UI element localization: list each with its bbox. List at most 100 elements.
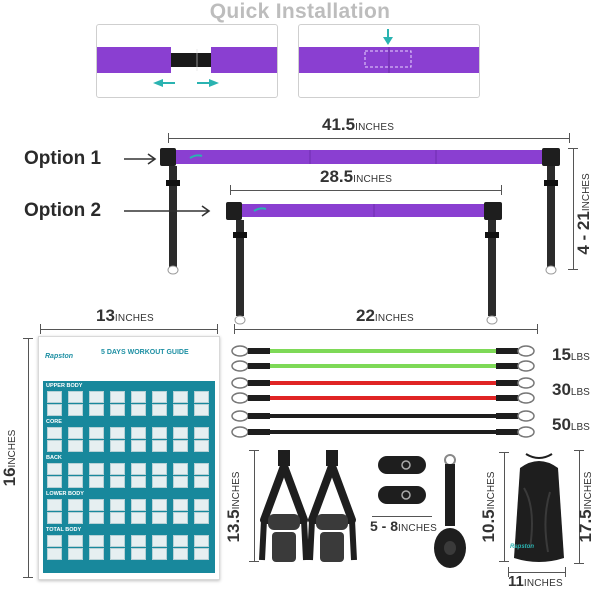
- arrow-right-icon: [124, 205, 211, 217]
- poster-exercise-thumb: [89, 404, 104, 416]
- door-anchor-icon: [434, 454, 466, 568]
- poster-exercise-thumb: [110, 440, 125, 452]
- poster-exercise-thumb: [173, 440, 188, 452]
- band-weight-15: 15LBS: [552, 345, 590, 364]
- poster-exercise-thumb: [173, 512, 188, 524]
- poster-exercise-thumb: [152, 535, 167, 547]
- poster-brand: Rapston: [45, 353, 73, 360]
- dimension-tick: [574, 450, 584, 451]
- band-green-1: [231, 345, 535, 357]
- band-black-1: [231, 410, 535, 422]
- poster-exercise-thumb: [47, 391, 62, 403]
- poster-section-label: TOTAL BODY: [46, 527, 82, 533]
- poster-exercise-thumb: [110, 404, 125, 416]
- poster-exercise-thumb: [110, 427, 125, 439]
- poster-title: 5 DAYS WORKOUT GUIDE: [101, 349, 189, 356]
- dimension-tick: [568, 148, 578, 149]
- arrow-right-icon: [124, 153, 157, 165]
- poster-exercise-thumb: [47, 476, 62, 488]
- poster-exercise-thumb: [152, 404, 167, 416]
- dimension-tick: [23, 338, 33, 339]
- poster-exercise-thumb: [194, 476, 209, 488]
- band-red-1: [231, 377, 535, 389]
- poster-exercise-thumb: [152, 499, 167, 511]
- poster-exercise-thumb: [194, 512, 209, 524]
- poster-exercise-thumb: [68, 512, 83, 524]
- poster-exercise-thumb: [89, 463, 104, 475]
- dimension-tick: [23, 577, 33, 578]
- band-red-2: [231, 392, 535, 404]
- poster-exercise-thumb: [110, 548, 125, 560]
- poster-exercise-thumb: [47, 512, 62, 524]
- poster-exercise-thumb: [152, 476, 167, 488]
- bag-width: 11INCHES: [508, 573, 563, 590]
- poster-exercise-thumb: [110, 476, 125, 488]
- poster-section-label: CORE: [46, 419, 62, 425]
- option1-length: 41.5INCHES: [322, 115, 395, 134]
- poster-exercise-thumb: [194, 404, 209, 416]
- poster-exercise-thumb: [131, 440, 146, 452]
- poster-section-label: BACK: [46, 455, 62, 461]
- poster-exercise-thumb: [68, 499, 83, 511]
- poster-exercise-thumb: [152, 427, 167, 439]
- poster-exercise-thumb: [194, 427, 209, 439]
- poster-exercise-thumb: [194, 391, 209, 403]
- dimension-tick: [499, 452, 509, 453]
- poster-exercise-thumb: [152, 440, 167, 452]
- poster-exercise-thumb: [89, 440, 104, 452]
- band-green-2: [231, 360, 535, 372]
- dimension-tick: [568, 269, 578, 270]
- poster-exercise-thumb: [173, 463, 188, 475]
- poster-exercise-thumb: [194, 548, 209, 560]
- poster-width: 13INCHES: [96, 306, 154, 325]
- poster-exercise-thumb: [110, 535, 125, 547]
- poster-exercise-thumb: [131, 404, 146, 416]
- poster-exercise-thumb: [173, 404, 188, 416]
- quick-installation-title: Quick Installation: [209, 0, 391, 23]
- poster-exercise-thumb: [89, 391, 104, 403]
- poster-exercise-thumb: [68, 548, 83, 560]
- poster-exercise-thumb: [68, 404, 83, 416]
- option2-length: 28.5INCHES: [320, 167, 393, 186]
- bar-lock-illustration: [299, 29, 479, 73]
- dimension-tick: [501, 185, 502, 195]
- poster-exercise-thumb: [131, 512, 146, 524]
- bands-length: 22INCHES: [356, 306, 414, 325]
- poster-exercise-thumb: [68, 427, 83, 439]
- handle-right: [307, 450, 357, 562]
- carry-bag-icon: [514, 453, 564, 562]
- ankle-size: 5 - 8INCHES: [370, 518, 437, 534]
- poster-exercise-thumb: [194, 463, 209, 475]
- bag-height-line: [579, 450, 580, 564]
- poster-exercise-thumb: [131, 463, 146, 475]
- workout-poster: Rapston 5 DAYS WORKOUT GUIDE UPPER BODY …: [38, 336, 220, 580]
- poster-exercise-thumb: [89, 476, 104, 488]
- handles-height: 13.5INCHES: [224, 471, 243, 543]
- handles-height-line: [254, 450, 255, 562]
- dimension-tick: [168, 133, 169, 143]
- option2-bar: [226, 202, 502, 325]
- poster-exercise-thumb: [89, 548, 104, 560]
- poster-exercise-thumb: [47, 535, 62, 547]
- dimension-tick: [40, 324, 41, 334]
- option1-dimension-line: [168, 138, 570, 139]
- option1-bar: [160, 148, 560, 275]
- bands-length-line: [234, 329, 538, 330]
- poster-height-line: [28, 338, 29, 578]
- ankle-straps-icon: [378, 456, 426, 504]
- poster-exercise-thumb: [110, 499, 125, 511]
- anchor-height: 10.5INCHES: [479, 471, 498, 543]
- bag-width-line: [508, 572, 566, 573]
- poster-exercise-thumb: [152, 463, 167, 475]
- poster-exercise-thumb: [89, 499, 104, 511]
- dimension-tick: [249, 450, 259, 451]
- anchor-height-line: [504, 452, 505, 562]
- poster-exercise-thumb: [89, 535, 104, 547]
- poster-exercise-thumb: [89, 427, 104, 439]
- option1-label: Option 1: [24, 148, 102, 169]
- dimension-tick: [569, 133, 570, 143]
- poster-exercise-thumb: [131, 476, 146, 488]
- height-range: 4 - 21INCHES: [574, 173, 593, 255]
- poster-exercise-thumb: [68, 391, 83, 403]
- poster-exercise-thumb: [68, 440, 83, 452]
